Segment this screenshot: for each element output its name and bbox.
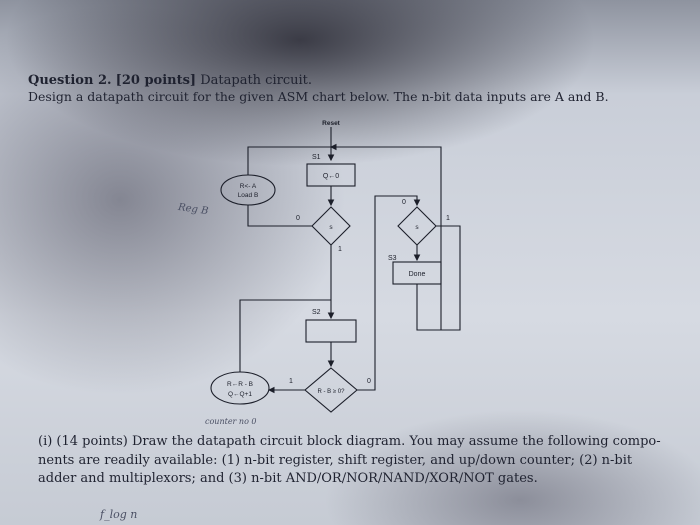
s3-decision-text: s bbox=[415, 224, 419, 231]
reset-label: Reset bbox=[322, 120, 341, 127]
s3-box-text: Done bbox=[409, 271, 426, 278]
s2-decision-zero: 0 bbox=[367, 378, 371, 385]
s1-conditional-oval bbox=[220, 174, 276, 206]
s1-decision-text: s bbox=[329, 224, 333, 231]
s1-box-text: Q←0 bbox=[323, 173, 339, 180]
question-description: Design a datapath circuit for the given … bbox=[28, 89, 609, 104]
handwritten-bottom-note: f_log n bbox=[100, 508, 138, 521]
s2-label: S2 bbox=[312, 309, 321, 316]
s3-label: S3 bbox=[388, 255, 397, 262]
s1-oval-line1: R<- A bbox=[240, 183, 257, 190]
s3-decision-one: 1 bbox=[446, 215, 450, 222]
question-points: [20 points] bbox=[115, 73, 197, 88]
s2-state-box bbox=[305, 319, 357, 343]
s2-oval-line2: Q←Q+1 bbox=[228, 391, 252, 398]
part-i-text: (i) (14 points) Draw the datapath circui… bbox=[38, 434, 661, 486]
s2-decision-text: R - B ≥ 0? bbox=[318, 389, 346, 395]
s2-oval-line1: R←R - B bbox=[227, 381, 253, 388]
question-title: Datapath circuit. bbox=[200, 73, 312, 88]
s2-decision-one: 1 bbox=[289, 378, 293, 385]
question-label: Question 2. bbox=[28, 73, 112, 88]
s1-label: S1 bbox=[312, 154, 321, 161]
question-heading: Question 2. [20 points] Datapath circuit… bbox=[28, 73, 312, 88]
handwritten-counter-note: counter no 0 bbox=[205, 417, 257, 426]
s1-oval-line2: Load B bbox=[238, 192, 259, 199]
s1-decision-one: 1 bbox=[338, 246, 342, 253]
s3-decision-zero: 0 bbox=[402, 199, 406, 206]
s2-conditional-oval bbox=[210, 371, 270, 405]
s2-decision-diamond bbox=[304, 367, 358, 413]
asm-chart: Reset S1 Q←0 R<- A Load B s 0 1 S2 R←R -… bbox=[210, 120, 461, 413]
s1-decision-zero: 0 bbox=[296, 215, 300, 222]
